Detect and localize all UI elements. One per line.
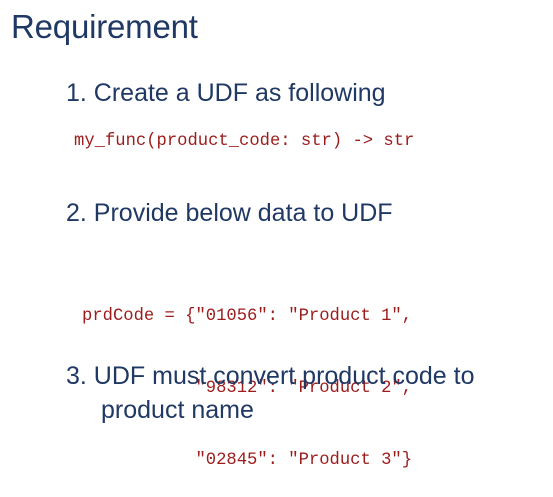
page-title: Requirement: [11, 8, 198, 45]
requirement-item-3-line-1: 3. UDF must convert product code to: [66, 362, 475, 390]
code-line: "02845": "Product 3"}: [82, 451, 413, 470]
udf-signature-code: my_func(product_code: str) -> str: [74, 132, 415, 151]
requirement-item-1: 1. Create a UDF as following: [66, 79, 386, 107]
requirement-item-2: 2. Provide below data to UDF: [66, 199, 393, 227]
requirement-item-3: 3. UDF must convert product code to prod…: [66, 359, 475, 427]
requirement-item-3-line-2: product name: [101, 396, 254, 424]
code-line: "98312": "Product 2",: [82, 379, 413, 398]
code-line: prdCode = {"01056": "Product 1",: [82, 307, 413, 326]
